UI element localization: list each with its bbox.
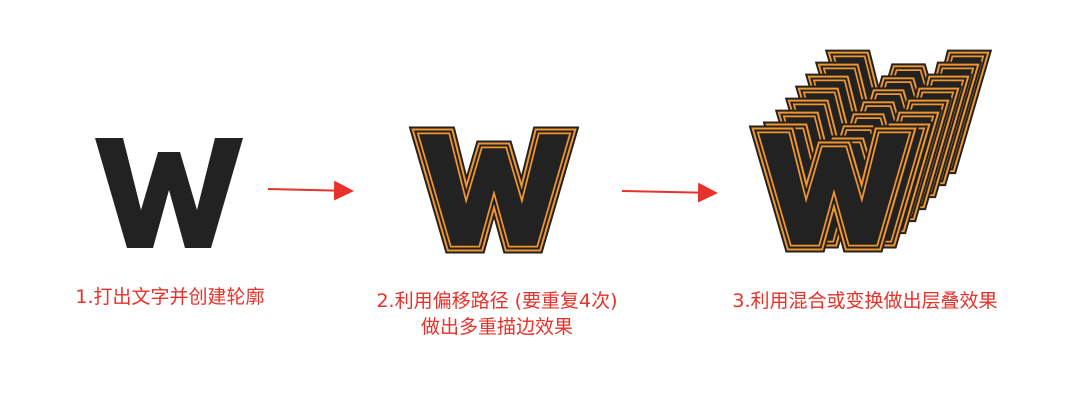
step-3-caption-line-1: 3.利用混合或变换做出层叠效果 [732,290,998,312]
step-2-caption-line-1: 2.利用偏移路径 (要重复4次) [376,290,618,312]
step-1-caption-line-1: 1.打出文字并创建轮廓 [75,286,265,308]
stacked-w-glyphs [760,58,981,244]
arrow-step-2-to-3 [621,182,718,203]
plain-w-glyph [95,138,243,248]
step-3-caption: 3.利用混合或变换做出层叠效果 [705,288,1025,314]
step-1-caption: 1.打出文字并创建轮廓 [70,284,270,310]
step-2-caption-line-2: 做出多重描边效果 [420,316,573,338]
arrow-step-1-to-2 [267,180,354,201]
multi-stroke-w-glyph [420,135,568,245]
step-2-caption: 2.利用偏移路径 (要重复4次) 做出多重描边效果 [352,288,642,340]
